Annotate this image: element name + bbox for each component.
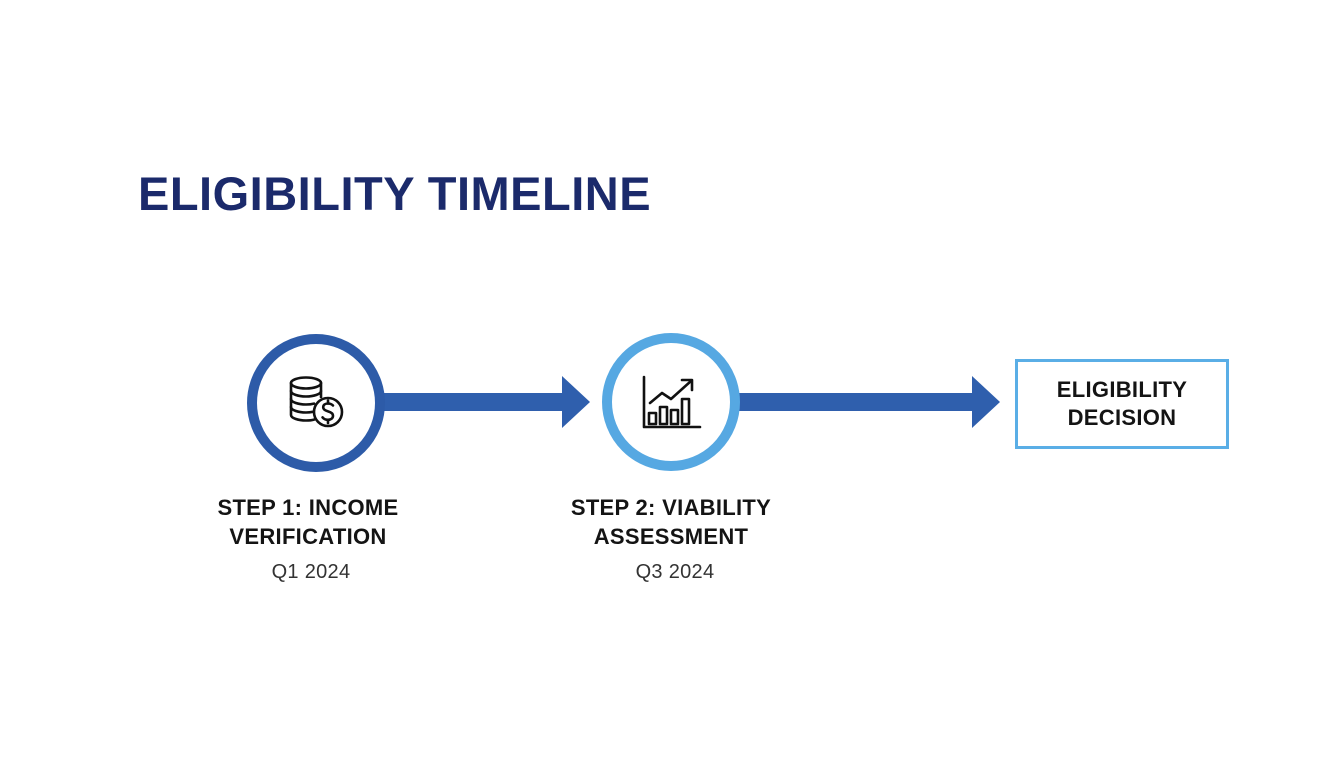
step2-date: Q3 2024 [635,561,715,583]
step1-label: STEP 1: INCOME VERIFICATION [217,495,399,549]
step1-circle [247,334,385,472]
decision-box: ELIGIBILITY DECISION [1015,359,1229,449]
coins-dollar-icon [289,376,344,428]
step2-circle [602,333,740,471]
step2-label: STEP 2: VIABILITY ASSESSMENT [570,495,772,549]
step1-date: Q1 2024 [271,561,351,583]
arrow-step2-to-decision [738,376,1000,428]
page-title: ELIGIBILITY TIMELINE [138,167,652,220]
growth-chart-icon [642,375,702,429]
decision-label: ELIGIBILITY DECISION [1056,377,1188,430]
arrow-step1-to-step2 [382,376,590,428]
